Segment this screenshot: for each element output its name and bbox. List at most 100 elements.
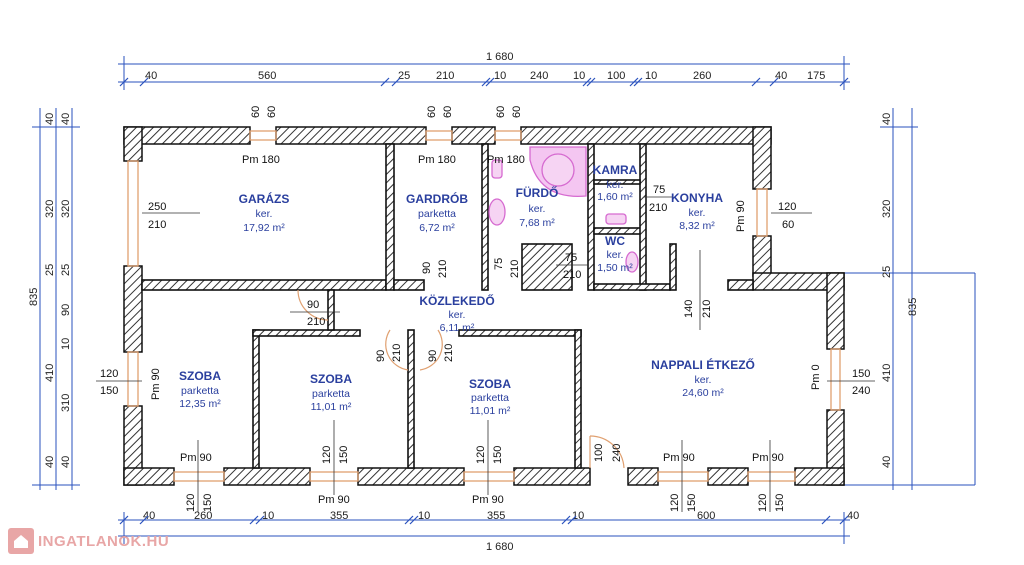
svg-text:210: 210 (563, 269, 581, 281)
svg-text:60: 60 (250, 106, 262, 118)
svg-text:25: 25 (881, 266, 893, 278)
dim-top-total: 1 680 (486, 51, 514, 63)
svg-text:140: 140 (683, 300, 695, 318)
svg-text:17,92 m²: 17,92 m² (243, 222, 285, 234)
dim-left-total: 835 (28, 288, 40, 306)
svg-text:parketta: parketta (312, 388, 350, 400)
svg-text:210: 210 (436, 70, 454, 82)
svg-text:100: 100 (607, 70, 625, 82)
svg-text:Pm 90: Pm 90 (472, 494, 504, 506)
svg-text:40: 40 (881, 113, 893, 125)
svg-text:ker.: ker. (529, 203, 546, 215)
svg-text:240: 240 (611, 444, 623, 462)
opening-labels: 60 60 60 60 60 60 Pm 180 Pm 180 Pm 180 2… (96, 106, 875, 512)
svg-text:ker.: ker. (256, 208, 273, 220)
svg-text:90: 90 (421, 262, 433, 274)
svg-text:FÜRDŐ: FÜRDŐ (516, 185, 559, 200)
dim-right-total: 835 (907, 298, 919, 316)
door-swings (297, 289, 625, 469)
svg-text:Pm 90: Pm 90 (318, 494, 350, 506)
dim-bottom-total: 1 680 (486, 541, 514, 553)
svg-text:60: 60 (266, 106, 278, 118)
svg-text:1,60 m²: 1,60 m² (597, 191, 633, 203)
svg-text:Pm 90: Pm 90 (663, 452, 695, 464)
svg-text:KÖZLEKEDŐ: KÖZLEKEDŐ (419, 293, 494, 308)
room-nappali-etkezo: NAPPALI ÉTKEZŐ ker. 24,60 m² (651, 357, 755, 399)
svg-text:40: 40 (44, 456, 56, 468)
svg-text:25: 25 (44, 264, 56, 276)
svg-text:60: 60 (495, 106, 507, 118)
svg-text:150: 150 (100, 385, 118, 397)
svg-text:260: 260 (693, 70, 711, 82)
room-gardrob: GARDRÓB parketta 6,72 m² (406, 191, 468, 234)
dimensions-left-segments: 40 320 25 410 40 40 320 25 90 10 310 40 (44, 113, 72, 468)
svg-text:10: 10 (60, 338, 72, 350)
svg-text:310: 310 (60, 394, 72, 412)
svg-text:75: 75 (653, 184, 665, 196)
dimensions-right-segments: 40 320 25 410 40 (881, 113, 893, 468)
svg-text:320: 320 (881, 200, 893, 218)
svg-text:150: 150 (774, 494, 786, 512)
svg-text:Pm 180: Pm 180 (487, 154, 525, 166)
svg-text:NAPPALI ÉTKEZŐ: NAPPALI ÉTKEZŐ (651, 357, 755, 372)
svg-text:40: 40 (775, 70, 787, 82)
svg-text:250: 250 (148, 201, 166, 213)
svg-text:Pm 180: Pm 180 (242, 154, 280, 166)
svg-text:355: 355 (330, 510, 348, 522)
svg-text:Pm 90: Pm 90 (752, 452, 784, 464)
svg-text:Pm 90: Pm 90 (150, 368, 162, 400)
ingatlanok-logo[interactable]: INGATLANOK.HU (8, 527, 169, 555)
svg-text:560: 560 (258, 70, 276, 82)
svg-text:1,50 m²: 1,50 m² (597, 262, 633, 274)
svg-text:150: 150 (686, 494, 698, 512)
svg-text:GARDRÓB: GARDRÓB (406, 191, 468, 206)
svg-text:320: 320 (60, 200, 72, 218)
svg-text:120: 120 (778, 201, 796, 213)
svg-text:240: 240 (530, 70, 548, 82)
svg-text:40: 40 (60, 456, 72, 468)
svg-text:WC: WC (605, 234, 625, 248)
room-kozlekedo: KÖZLEKEDŐ ker. 6,11 m² (419, 293, 494, 334)
svg-text:210: 210 (649, 202, 667, 214)
svg-text:100: 100 (593, 444, 605, 462)
svg-text:parketta: parketta (418, 208, 456, 220)
room-szoba-3: SZOBA parketta 11,01 m² (469, 377, 511, 417)
svg-text:6,11 m²: 6,11 m² (440, 322, 475, 334)
svg-text:10: 10 (645, 70, 657, 82)
svg-text:10: 10 (418, 510, 430, 522)
svg-text:410: 410 (881, 364, 893, 382)
svg-text:175: 175 (807, 70, 825, 82)
svg-text:210: 210 (701, 300, 713, 318)
svg-text:40: 40 (60, 113, 72, 125)
svg-text:10: 10 (573, 70, 585, 82)
svg-text:11,01 m²: 11,01 m² (470, 405, 511, 417)
svg-text:ker.: ker. (449, 309, 466, 321)
svg-text:ker.: ker. (695, 374, 712, 386)
svg-text:90: 90 (375, 350, 387, 362)
svg-text:Pm 0: Pm 0 (810, 364, 822, 390)
svg-text:40: 40 (143, 510, 155, 522)
svg-text:SZOBA: SZOBA (179, 369, 221, 383)
room-szoba-2: SZOBA parketta 11,01 m² (310, 372, 352, 413)
room-szoba-1: SZOBA parketta 12,35 m² (179, 369, 221, 410)
svg-text:75: 75 (565, 252, 577, 264)
room-furdo: FÜRDŐ ker. 7,68 m² (516, 185, 559, 229)
svg-text:8,32 m²: 8,32 m² (679, 220, 715, 232)
svg-text:150: 150 (202, 494, 214, 512)
svg-text:25: 25 (60, 264, 72, 276)
svg-text:210: 210 (437, 260, 449, 278)
svg-text:ker.: ker. (689, 207, 706, 219)
svg-text:GARÁZS: GARÁZS (239, 191, 290, 206)
svg-text:120: 120 (100, 368, 118, 380)
svg-text:210: 210 (391, 344, 403, 362)
svg-text:90: 90 (307, 299, 319, 311)
dimensions-top (118, 56, 850, 90)
svg-text:60: 60 (442, 106, 454, 118)
svg-text:6,72 m²: 6,72 m² (419, 222, 455, 234)
room-konyha: KONYHA ker. 8,32 m² (671, 191, 723, 232)
svg-text:210: 210 (443, 344, 455, 362)
svg-text:10: 10 (262, 510, 274, 522)
dimensions-right (840, 108, 976, 490)
svg-text:25: 25 (398, 70, 410, 82)
svg-text:40: 40 (881, 456, 893, 468)
